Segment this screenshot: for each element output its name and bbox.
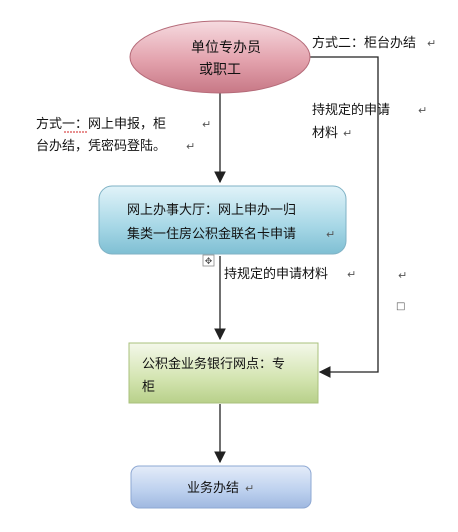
move-handle-icon[interactable]: ✥ — [202, 254, 215, 267]
bank-branch-line2: 柜 — [142, 380, 155, 395]
completion-label: 业务办结 — [187, 480, 239, 496]
right-note-line1: 持规定的申请 — [312, 102, 390, 118]
paragraph-mark: ↵ — [245, 482, 254, 495]
online-hall-line2: 集类一住房公积金联名卡申请 — [127, 226, 296, 242]
paragraph-mark: ↵ — [186, 140, 195, 153]
method-two-label: 方式二：柜台办结 — [312, 35, 416, 51]
mid-note-label: 持规定的申请材料 — [224, 266, 328, 282]
bank-branch-box: 公积金业务银行网点：专 柜 — [128, 342, 319, 404]
start-ellipse-line1: 单位专办员 — [191, 40, 261, 56]
paragraph-mark: ↵ — [202, 118, 211, 131]
completion-box: 业务办结 ↵ — [130, 465, 312, 509]
paragraph-mark: ↵ — [326, 228, 335, 241]
paragraph-mark: ↵ — [418, 104, 427, 117]
right-note-line2: 材料 — [312, 126, 338, 141]
online-hall-line1: 网上办事大厅：网上申办一归 — [127, 203, 296, 218]
start-ellipse: 单位专办员 或职工 — [129, 20, 311, 94]
paragraph-mark: ↵ — [398, 269, 407, 282]
paragraph-mark: ↵ — [427, 37, 436, 50]
method-one-line2: 台办结，凭密码登陆。 — [36, 138, 166, 154]
paragraph-mark: ↵ — [347, 268, 356, 281]
bank-branch-line1: 公积金业务银行网点：专 — [142, 356, 285, 372]
connector-counter-route — [305, 56, 379, 378]
method-one-line1: 方式一：网上申报，柜 — [36, 116, 166, 132]
move-handle-glyph: ✥ — [205, 257, 213, 267]
start-ellipse-line2: 或职工 — [199, 62, 241, 78]
paragraph-mark: ↵ — [343, 127, 352, 140]
online-hall-box: 网上办事大厅：网上申办一归 集类一住房公积金联名卡申请 ↵ — [98, 185, 347, 255]
square-mark: □ — [396, 301, 405, 312]
